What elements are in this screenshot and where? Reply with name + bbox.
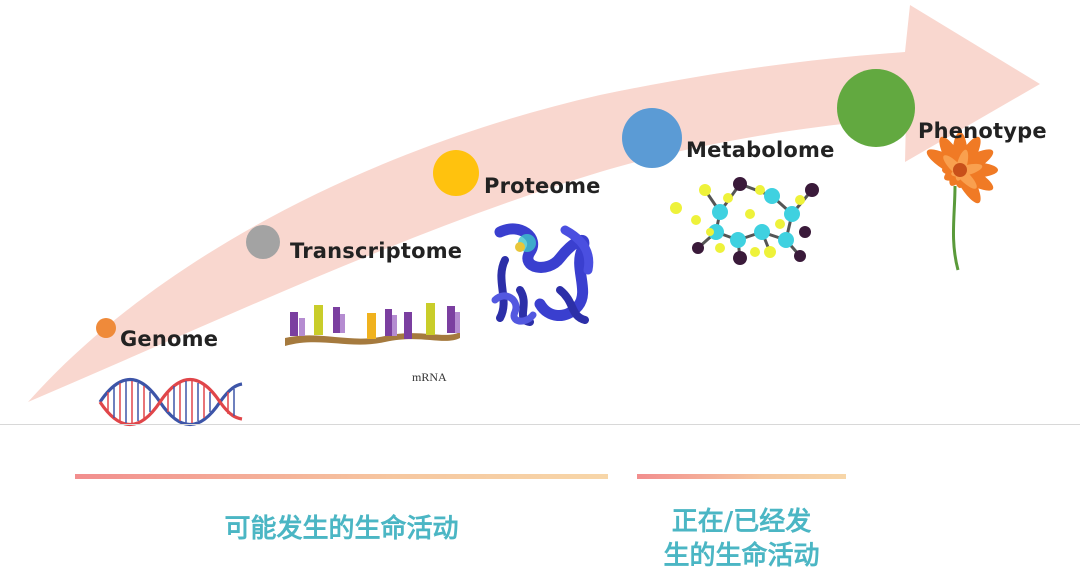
possible-range-bar: [75, 474, 608, 479]
section-divider: [0, 424, 1080, 425]
metabolome-node: [622, 108, 682, 168]
possible-activities-label: 可能发生的生命活动: [224, 514, 459, 544]
proteome-label: Proteome: [484, 174, 601, 198]
dna-helix-icon: [98, 377, 243, 427]
transcriptome-label: Transcriptome: [290, 239, 463, 263]
proteome-node: [433, 150, 479, 196]
flower-icon: [926, 132, 998, 271]
mrna-caption: mRNA: [412, 370, 447, 384]
phenotype-node: [837, 69, 915, 147]
genome-node: [96, 318, 116, 338]
progression-arrow: [28, 5, 1040, 402]
transcriptome-node: [246, 225, 280, 259]
metabolite-atoms: [670, 177, 819, 265]
occurring-range-bar: [637, 474, 846, 479]
mrna-strand-icon: [285, 303, 460, 346]
metabolome-label: Metabolome: [686, 138, 835, 162]
genome-label: Genome: [120, 327, 219, 351]
phenotype-label: Phenotype: [918, 119, 1047, 143]
occurring-activities-label: 正在/已经发 生的生命活动: [663, 507, 820, 571]
protein-structure-icon: [491, 223, 594, 326]
